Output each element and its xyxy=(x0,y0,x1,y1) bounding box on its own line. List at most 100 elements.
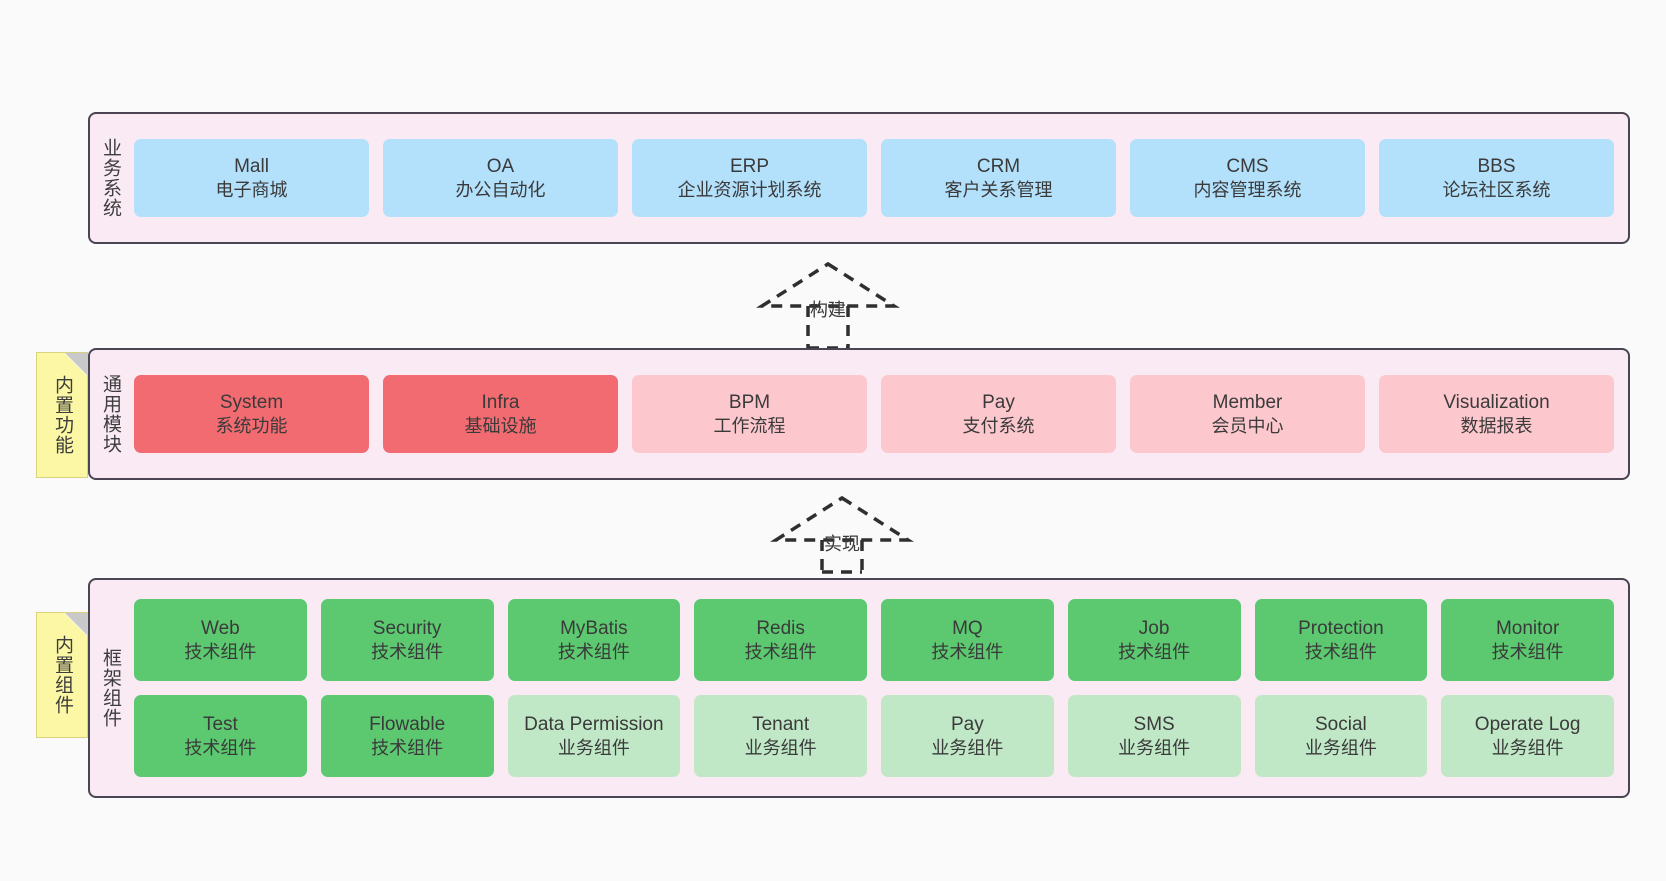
card-subtitle: 论坛社区系统 xyxy=(1442,179,1551,200)
card-subtitle: 基础设施 xyxy=(464,415,537,436)
card-title: Member xyxy=(1212,391,1283,413)
card-title: Security xyxy=(372,617,442,639)
card-title: MQ xyxy=(952,617,983,639)
card-title: OA xyxy=(486,155,515,177)
card-subtitle: 技术组件 xyxy=(371,641,444,662)
note-fold-icon xyxy=(65,353,87,375)
layer-body-framework-components: Web 技术组件 Security 技术组件 MyBatis 技术组件 Redi… xyxy=(130,580,1628,796)
card-pay[interactable]: Pay 支付系统 xyxy=(881,375,1116,453)
card-subtitle: 办公自动化 xyxy=(455,179,546,200)
card-social[interactable]: Social 业务组件 xyxy=(1254,695,1428,777)
card-security[interactable]: Security 技术组件 xyxy=(320,599,494,681)
card-mybatis[interactable]: MyBatis 技术组件 xyxy=(507,599,681,681)
card-erp[interactable]: ERP 企业资源计划系统 xyxy=(632,139,867,217)
card-title: System xyxy=(219,391,284,413)
card-subtitle: 业务组件 xyxy=(1304,737,1377,758)
card-subtitle: 客户关系管理 xyxy=(944,179,1053,200)
card-subtitle: 业务组件 xyxy=(1118,737,1191,758)
card-data-permission[interactable]: Data Permission 业务组件 xyxy=(507,695,681,777)
connector-stem xyxy=(806,306,850,348)
layer-title-common-modules: 通用模块 xyxy=(100,374,122,454)
card-title: Pay xyxy=(982,391,1015,413)
connector-label-implement: 实现 xyxy=(824,534,860,554)
card-title: Pay xyxy=(951,713,984,735)
card-pay-business[interactable]: Pay 业务组件 xyxy=(881,695,1054,777)
card-title: Visualization xyxy=(1443,391,1550,413)
generalization-arrowhead xyxy=(755,261,901,308)
card-web[interactable]: Web 技术组件 xyxy=(134,599,307,681)
card-title: MyBatis xyxy=(560,617,628,639)
card-title: SMS xyxy=(1133,713,1175,735)
card-bbs[interactable]: BBS 论坛社区系统 xyxy=(1379,139,1614,217)
card-subtitle: 会员中心 xyxy=(1211,415,1284,436)
card-subtitle: 技术组件 xyxy=(184,737,257,758)
card-flowable[interactable]: Flowable 技术组件 xyxy=(320,695,494,777)
card-title: BBS xyxy=(1477,155,1516,177)
card-subtitle: 技术组件 xyxy=(1491,641,1564,662)
card-subtitle: 技术组件 xyxy=(557,641,630,662)
note-label: 内置功能 xyxy=(52,375,74,455)
card-title: Job xyxy=(1138,617,1170,639)
card-title: Tenant xyxy=(752,713,810,735)
card-row: Web 技术组件 Security 技术组件 MyBatis 技术组件 Redi… xyxy=(134,599,1614,681)
card-bpm[interactable]: BPM 工作流程 xyxy=(632,375,867,453)
card-oa[interactable]: OA 办公自动化 xyxy=(383,139,618,217)
card-subtitle: 系统功能 xyxy=(215,415,288,436)
card-title: BPM xyxy=(728,391,771,413)
card-monitor[interactable]: Monitor 技术组件 xyxy=(1441,599,1614,681)
card-subtitle: 技术组件 xyxy=(184,641,257,662)
connector-label-build: 构建 xyxy=(810,300,846,320)
card-title: Operate Log xyxy=(1474,713,1581,735)
card-visualization[interactable]: Visualization 数据报表 xyxy=(1379,375,1614,453)
connector-build: 构建 xyxy=(755,260,901,350)
card-subtitle: 支付系统 xyxy=(962,415,1035,436)
card-title: Data Permission xyxy=(524,713,664,735)
card-row: System 系统功能 Infra 基础设施 BPM 工作流程 Pay 支付系统… xyxy=(134,375,1614,453)
card-member[interactable]: Member 会员中心 xyxy=(1130,375,1365,453)
note-label: 内置组件 xyxy=(52,635,74,715)
card-job[interactable]: Job 技术组件 xyxy=(1067,599,1241,681)
card-infra[interactable]: Infra 基础设施 xyxy=(383,375,618,453)
card-subtitle: 企业资源计划系统 xyxy=(677,179,822,200)
card-title: ERP xyxy=(729,155,770,177)
card-title: Infra xyxy=(481,391,520,413)
card-title: Redis xyxy=(756,617,805,639)
card-subtitle: 内容管理系统 xyxy=(1193,179,1302,200)
note-builtin-components: 内置组件 xyxy=(36,612,88,738)
card-title: Flowable xyxy=(369,713,446,735)
card-mall[interactable]: Mall 电子商城 xyxy=(134,139,369,217)
layer-title-business-systems: 业务系统 xyxy=(100,138,122,218)
card-title: Web xyxy=(201,617,240,639)
card-subtitle: 技术组件 xyxy=(1118,641,1191,662)
generalization-arrowhead xyxy=(769,495,915,542)
card-protection[interactable]: Protection 技术组件 xyxy=(1254,599,1428,681)
card-subtitle: 业务组件 xyxy=(931,737,1004,758)
layer-common-modules[interactable]: 通用模块 System 系统功能 Infra 基础设施 BPM 工作流程 Pay… xyxy=(88,348,1630,480)
card-tenant[interactable]: Tenant 业务组件 xyxy=(694,695,867,777)
connector-stem xyxy=(820,540,864,572)
layer-business-systems[interactable]: 业务系统 Mall 电子商城 OA 办公自动化 ERP 企业资源计划系统 CRM… xyxy=(88,112,1630,244)
card-subtitle: 业务组件 xyxy=(557,737,630,758)
card-system[interactable]: System 系统功能 xyxy=(134,375,369,453)
card-cms[interactable]: CMS 内容管理系统 xyxy=(1130,139,1365,217)
card-redis[interactable]: Redis 技术组件 xyxy=(694,599,867,681)
card-row: Test 技术组件 Flowable 技术组件 Data Permission … xyxy=(134,695,1614,777)
card-subtitle: 数据报表 xyxy=(1460,415,1533,436)
card-title: Protection xyxy=(1298,617,1384,639)
layer-title-framework-components: 框架组件 xyxy=(100,648,122,728)
card-subtitle: 技术组件 xyxy=(1304,641,1377,662)
card-title: CMS xyxy=(1226,155,1269,177)
card-title: Test xyxy=(202,713,238,735)
card-subtitle: 工作流程 xyxy=(713,415,786,436)
card-sms[interactable]: SMS 业务组件 xyxy=(1067,695,1241,777)
card-mq[interactable]: MQ 技术组件 xyxy=(881,599,1054,681)
card-title: Monitor xyxy=(1495,617,1560,639)
card-subtitle: 电子商城 xyxy=(215,179,288,200)
card-crm[interactable]: CRM 客户关系管理 xyxy=(881,139,1116,217)
layer-body-business-systems: Mall 电子商城 OA 办公自动化 ERP 企业资源计划系统 CRM 客户关系… xyxy=(130,114,1628,242)
card-operate-log[interactable]: Operate Log 业务组件 xyxy=(1441,695,1614,777)
card-test[interactable]: Test 技术组件 xyxy=(134,695,307,777)
card-title: Mall xyxy=(234,155,269,177)
layer-framework-components[interactable]: 框架组件 Web 技术组件 Security 技术组件 MyBatis 技术组件… xyxy=(88,578,1630,798)
